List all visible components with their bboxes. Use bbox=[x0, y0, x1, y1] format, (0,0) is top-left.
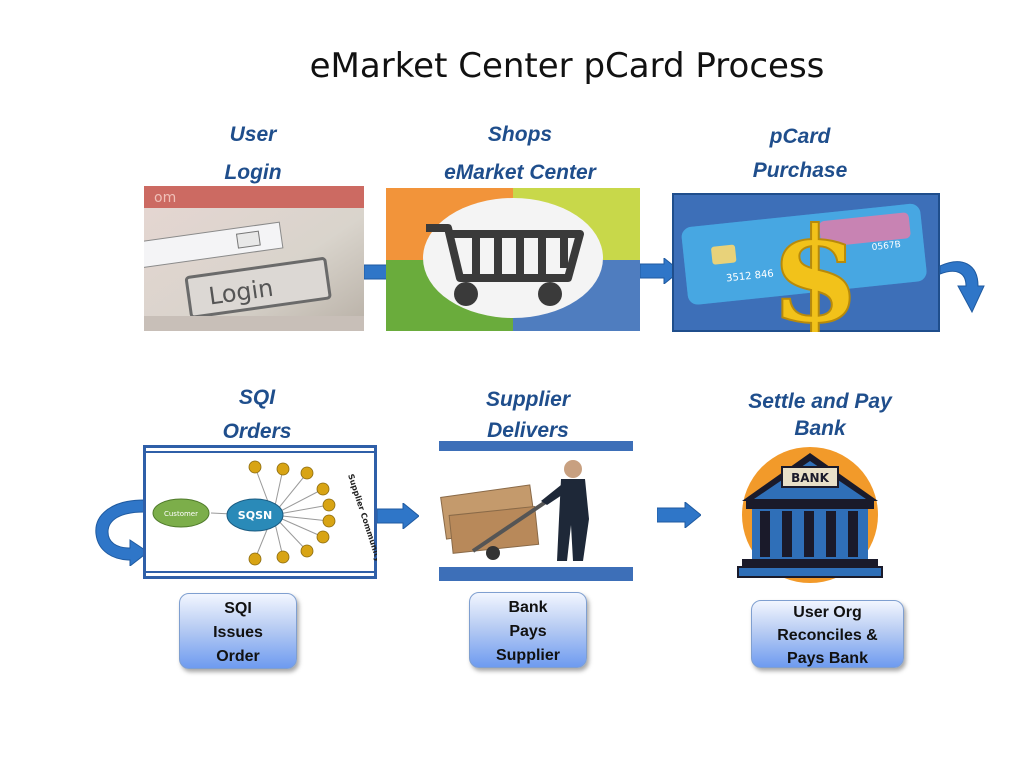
supplier-delivery-image bbox=[433, 441, 640, 581]
dollar-sign-icon: $ bbox=[770, 199, 860, 332]
card-number: 3512 846 bbox=[726, 269, 775, 285]
customer-node: Customer bbox=[164, 510, 198, 518]
arrow-right-icon bbox=[376, 501, 420, 534]
step-label-supplier: Supplier Delivers bbox=[485, 388, 570, 442]
cart-image bbox=[386, 188, 640, 331]
curved-return-arrow-icon bbox=[90, 496, 150, 571]
note-bank-pays-supplier: Bank Pays Supplier bbox=[469, 592, 587, 668]
bank-image: BANK bbox=[736, 443, 884, 585]
bank-sign: BANK bbox=[791, 471, 829, 485]
step-label-sqi: SQI Orders bbox=[222, 386, 292, 443]
curved-down-arrow-icon bbox=[938, 256, 994, 323]
arrow-right-icon bbox=[656, 500, 702, 533]
shopping-cart-icon bbox=[426, 224, 584, 282]
pcard-image: 3512 846 0567B $ bbox=[672, 193, 940, 353]
svg-text:om: om bbox=[154, 190, 176, 206]
page-title: eMarket Center pCard Process bbox=[309, 46, 825, 86]
step-label-settle: Settle and Pay Bank bbox=[748, 390, 892, 440]
sqsn-node: SQSN bbox=[238, 509, 272, 522]
step-label-login: User Login bbox=[224, 123, 282, 184]
note-sqi-issues-order: SQI Issues Order bbox=[179, 593, 297, 669]
card-suffix: 0567B bbox=[871, 240, 901, 253]
login-image: om Login bbox=[130, 186, 364, 331]
sqi-network-image: Customer SQSN Supplier Community bbox=[143, 445, 383, 579]
step-label-pcard: pCard Purchase bbox=[752, 125, 848, 182]
step-label-shops: Shops eMarket Center bbox=[444, 123, 596, 184]
delivery-person-icon bbox=[440, 460, 589, 561]
note-user-org-reconciles: User Org Reconciles & Pays Bank bbox=[751, 600, 904, 668]
